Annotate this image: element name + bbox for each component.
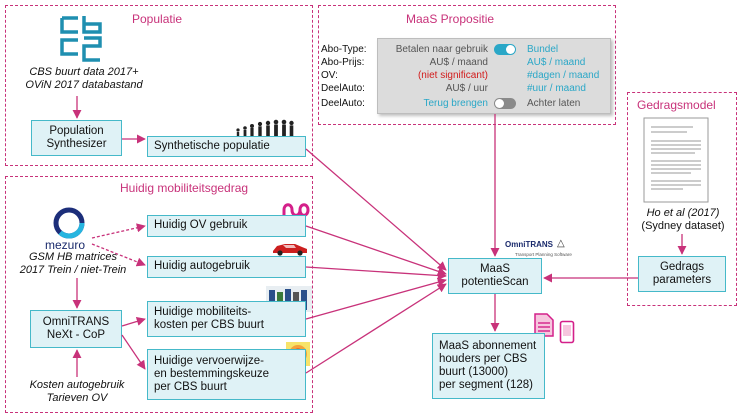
maas-output-line2: houders per CBS [439, 352, 528, 365]
arrow-ov-to-scan [305, 225, 447, 276]
prop-row4-label: DeelAuto: [321, 83, 365, 94]
group-populatie [5, 5, 313, 166]
omnitrans-cop-line2: NeXt - CoP [46, 329, 106, 341]
group-gedragsmodel-title: Gedragsmodel [637, 98, 716, 112]
prop-row5-toggle[interactable] [494, 98, 516, 109]
arrow-kosten-to-scan [305, 277, 447, 320]
cbs-source-text: CBS buurt data 2017+ OViN 2017 databasta… [14, 66, 154, 92]
prop-row2-label: Abo-Prijs: [321, 57, 365, 68]
cbs-source-line1: CBS buurt data 2017+ [29, 66, 139, 78]
mezuro-logo-text: mezuro [45, 238, 86, 252]
group-populatie-title: Populatie [132, 12, 183, 26]
documents-icon [534, 313, 554, 337]
prop-row3-label: OV: [321, 70, 338, 81]
huidige-keuze-line3: per CBS buurt [154, 381, 227, 394]
gedrags-parameters-line1: Gedrags [659, 260, 705, 273]
huidig-ov-box: Huidig OV gebruik [147, 215, 306, 237]
huidige-keuze-box: Huidige vervoerwijze- en bestemmingskeuz… [147, 349, 306, 400]
cbs-logo-icon [60, 16, 102, 62]
group-huidig-mobiliteitsgedrag [5, 176, 313, 413]
huidige-kosten-box: Huidige mobiliteits- kosten per CBS buur… [147, 301, 306, 337]
maas-output-line1: MaaS abonnement [439, 339, 537, 352]
huidige-keuze-line2: en bestemmingskeuze [154, 367, 270, 380]
huidige-keuze-line1: Huidige vervoerwijze- [154, 354, 264, 367]
paper-document-icon [643, 117, 709, 203]
ho-et-al-line2: (Sydney dataset) [641, 220, 725, 233]
ho-et-al-line1: Ho et al (2017) [646, 207, 720, 219]
prop-row5-label: DeelAuto: [321, 98, 365, 109]
arrow-mezuro-to-auto [91, 243, 146, 267]
group-gedragsmodel [627, 92, 737, 306]
mezuro-line1: GSM HB matrices [28, 251, 117, 263]
prop-row4-left: AU$ / uur [445, 83, 488, 94]
prop-row4-right: #uur / maand [527, 83, 586, 94]
huidige-kosten-line1: Huidige mobiliteits- [154, 305, 252, 318]
prop-row1-label: Abo-Type: [321, 44, 367, 55]
kosten-line2: Tarieven OV [46, 392, 108, 405]
prop-row5-right: Achter laten [527, 98, 581, 109]
maas-potentiescan-box: MaaS potentieScan [448, 258, 542, 294]
kosten-text: Kosten autogebruik Tarieven OV [15, 379, 139, 405]
maas-output-box: MaaS abonnement houders per CBS buurt (1… [432, 333, 545, 399]
huidige-kosten-line2: kosten per CBS buurt [154, 319, 264, 331]
maas-scan-line1: MaaS [479, 262, 511, 275]
omnitrans-logo-name: OmniTRANS [505, 240, 553, 249]
prop-row5-left: Terug brengen [423, 98, 489, 109]
omnitrans-cop-line1: OmniTRANS [42, 315, 110, 328]
ho-et-al-text: Ho et al (2017) (Sydney dataset) [633, 207, 733, 233]
kosten-line1: Kosten autogebruik [29, 379, 125, 391]
omnitrans-logo-sub: Transport Planning Software [515, 252, 572, 257]
omnitrans-logo-icon: OmniTRANS △ Transport Planning Software [505, 238, 585, 260]
arrow-mezuro-to-ov [91, 223, 146, 239]
red-car-icon [273, 244, 307, 256]
prop-row2-left: AU$ / maand [429, 57, 488, 68]
maas-output-line3: buurt (13000) [439, 366, 509, 378]
population-synthesizer-line1: Population [49, 124, 104, 137]
arrow-synthpop-to-scan [305, 148, 447, 271]
prop-row1-left: Betalen naar gebruik [395, 44, 488, 55]
prop-row1-toggle[interactable] [494, 44, 516, 55]
maas-scan-line2: potentieScan [461, 276, 529, 288]
arrow-omni-to-kosten [121, 317, 146, 327]
omnitrans-cop-box: OmniTRANS NeXt - CoP [30, 310, 122, 348]
smartphone-icon [559, 320, 575, 344]
people-silhouettes-icon [236, 119, 294, 138]
prop-row1-right: Bundel [527, 44, 559, 55]
arrow-omni-to-keuze [121, 334, 146, 370]
huidig-auto-box: Huidig autogebruik [147, 256, 306, 278]
prop-row3-right: #dagen / maand [527, 70, 600, 81]
gedrags-parameters-box: Gedrags parameters [638, 256, 726, 292]
synthetische-populatie-box: Synthetische populatie [147, 136, 306, 157]
mezuro-line2: 2017 Trein / niet-Trein [19, 264, 127, 277]
mezuro-ring-icon [53, 207, 85, 239]
maas-output-line4: per segment (128) [439, 379, 533, 392]
synthetische-populatie-label: Synthetische populatie [154, 139, 270, 152]
population-synthesizer-line2: Synthesizer [46, 138, 107, 150]
huidig-ov-label: Huidig OV gebruik [154, 219, 248, 232]
group-maas-propositie-title: MaaS Propositie [406, 12, 495, 26]
prop-row3-left: (niet significant) [417, 70, 488, 81]
huidig-auto-label: Huidig autogebruik [154, 260, 250, 273]
prop-row2-right: AU$ / maand [527, 57, 586, 68]
arrow-keuze-to-scan [305, 283, 447, 374]
population-synthesizer-box: Population Synthesizer [31, 120, 122, 156]
arrow-auto-to-scan [305, 266, 447, 281]
omnitrans-logo-mark: △ [557, 238, 565, 249]
gedrags-parameters-line2: parameters [652, 274, 712, 286]
group-maas-propositie [318, 5, 616, 125]
cbs-source-line2: OViN 2017 databastand [25, 79, 143, 92]
group-huidig-title: Huidig mobiliteitsgedrag [120, 181, 249, 195]
mezuro-source-text: GSM HB matrices 2017 Trein / niet-Trein [10, 251, 136, 277]
